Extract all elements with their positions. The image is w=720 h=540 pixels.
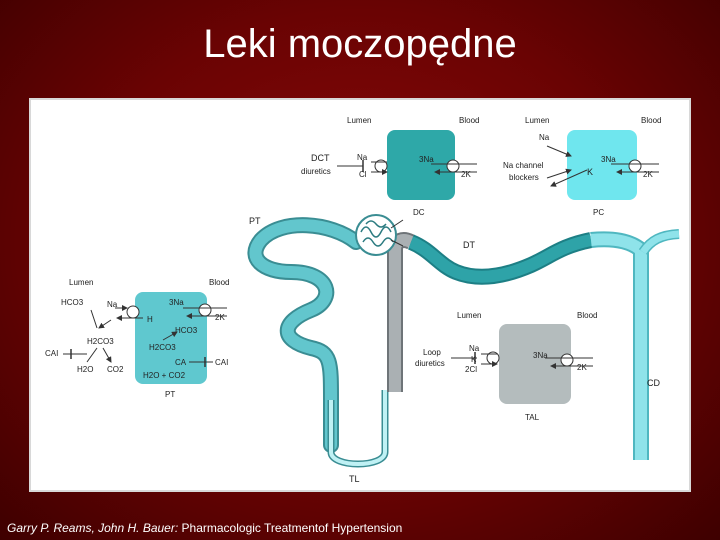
pt-h: H xyxy=(147,315,153,324)
pt-hco3-cell: HCO3 xyxy=(175,326,198,335)
tal-ion-cl: 2Cl xyxy=(465,365,477,374)
pc-cell xyxy=(567,130,637,200)
pt-hco3: HCO3 xyxy=(61,298,84,307)
pc-pump-k: 2K xyxy=(643,170,653,179)
tal-drug-line1: Loop xyxy=(423,348,441,357)
pt-panel: Lumen Blood HCO3 Na H H2CO3 CAI H2O CO2 … xyxy=(45,278,229,399)
tal-ion-k: K xyxy=(471,355,477,364)
pc-drug-line2: blockers xyxy=(509,173,539,182)
pt-h2o-co2: H2O + CO2 xyxy=(143,371,186,380)
tal-cell xyxy=(499,324,571,404)
pt-lumen: Lumen xyxy=(69,278,93,287)
collecting-duct xyxy=(590,231,649,460)
pc-ion-na: Na xyxy=(539,133,550,142)
label-cd: CD xyxy=(647,378,660,388)
dct-cell-label: DC xyxy=(413,208,425,217)
pc-ion-k: K xyxy=(587,167,593,177)
source-caption: Garry P. Reams, John H. Bauer: Pharmacol… xyxy=(7,521,402,535)
caption-title: Pharmacologic Treatmentof Hypertension xyxy=(181,521,403,535)
label-dt: DT xyxy=(463,240,475,250)
dct-blood: Blood xyxy=(459,116,479,125)
pt-h2o: H2O xyxy=(77,365,93,374)
dct-panel: Lumen Blood DCT diuretics Na Cl 3Na 2K D… xyxy=(301,116,479,217)
pt-pump-k: 2K xyxy=(215,313,225,322)
tal-cell-label: TAL xyxy=(525,413,540,422)
tal-lumen: Lumen xyxy=(457,311,481,320)
tal-panel: Lumen Blood Loop diuretics Na K 2Cl 3Na … xyxy=(415,311,597,422)
pt-ca: CA xyxy=(175,358,187,367)
pt-cell-label: PT xyxy=(165,390,175,399)
thin-limb xyxy=(327,390,389,468)
dct-drug-line1: DCT xyxy=(311,153,330,163)
pc-panel: Lumen Blood Na Na channel blockers K 3Na… xyxy=(503,116,661,217)
dct-pump-k: 2K xyxy=(461,170,471,179)
pt-h2co3-cell: H2CO3 xyxy=(149,343,176,352)
tal-pump-k: 2K xyxy=(577,363,587,372)
pt-h2co3-left: H2CO3 xyxy=(87,337,114,346)
pt-pump-na: 3Na xyxy=(169,298,184,307)
pc-pump-na: 3Na xyxy=(601,155,616,164)
nephron-figure: PT DT TL CD Lumen Blood DCT diuretics Na… xyxy=(29,98,691,492)
tal-ion-na: Na xyxy=(469,344,480,353)
proximal-tubule xyxy=(247,217,364,453)
dct-ion-cl: Cl xyxy=(359,170,367,179)
pt-cai-right: CAI xyxy=(215,358,228,367)
pc-lumen: Lumen xyxy=(525,116,549,125)
pt-cai-left: CAI xyxy=(45,349,58,358)
caption-authors: Garry P. Reams, John H. Bauer: xyxy=(7,521,179,535)
dct-pump-na: 3Na xyxy=(419,155,434,164)
dct-lumen: Lumen xyxy=(347,116,371,125)
tal-blood: Blood xyxy=(577,311,597,320)
label-tl: TL xyxy=(349,474,360,484)
glomerulus xyxy=(355,214,404,256)
pt-na: Na xyxy=(107,300,118,309)
dct-drug-line2: diuretics xyxy=(301,167,331,176)
tal-drug-line2: diuretics xyxy=(415,359,445,368)
pc-cell-label: PC xyxy=(593,208,604,217)
slide-title: Leki moczopędne xyxy=(203,22,517,66)
pt-co2: CO2 xyxy=(107,365,124,374)
tal-pump-na: 3Na xyxy=(533,351,548,360)
pc-blood: Blood xyxy=(641,116,661,125)
pt-blood: Blood xyxy=(209,278,229,287)
dct-cell xyxy=(387,130,455,200)
pc-drug-line1: Na channel xyxy=(503,161,544,170)
label-pt: PT xyxy=(249,216,261,226)
dct-ion-na: Na xyxy=(357,153,368,162)
nephron-diagram: PT DT TL CD Lumen Blood DCT diuretics Na… xyxy=(45,116,680,484)
nephron-tubule: PT DT TL CD xyxy=(247,214,680,484)
